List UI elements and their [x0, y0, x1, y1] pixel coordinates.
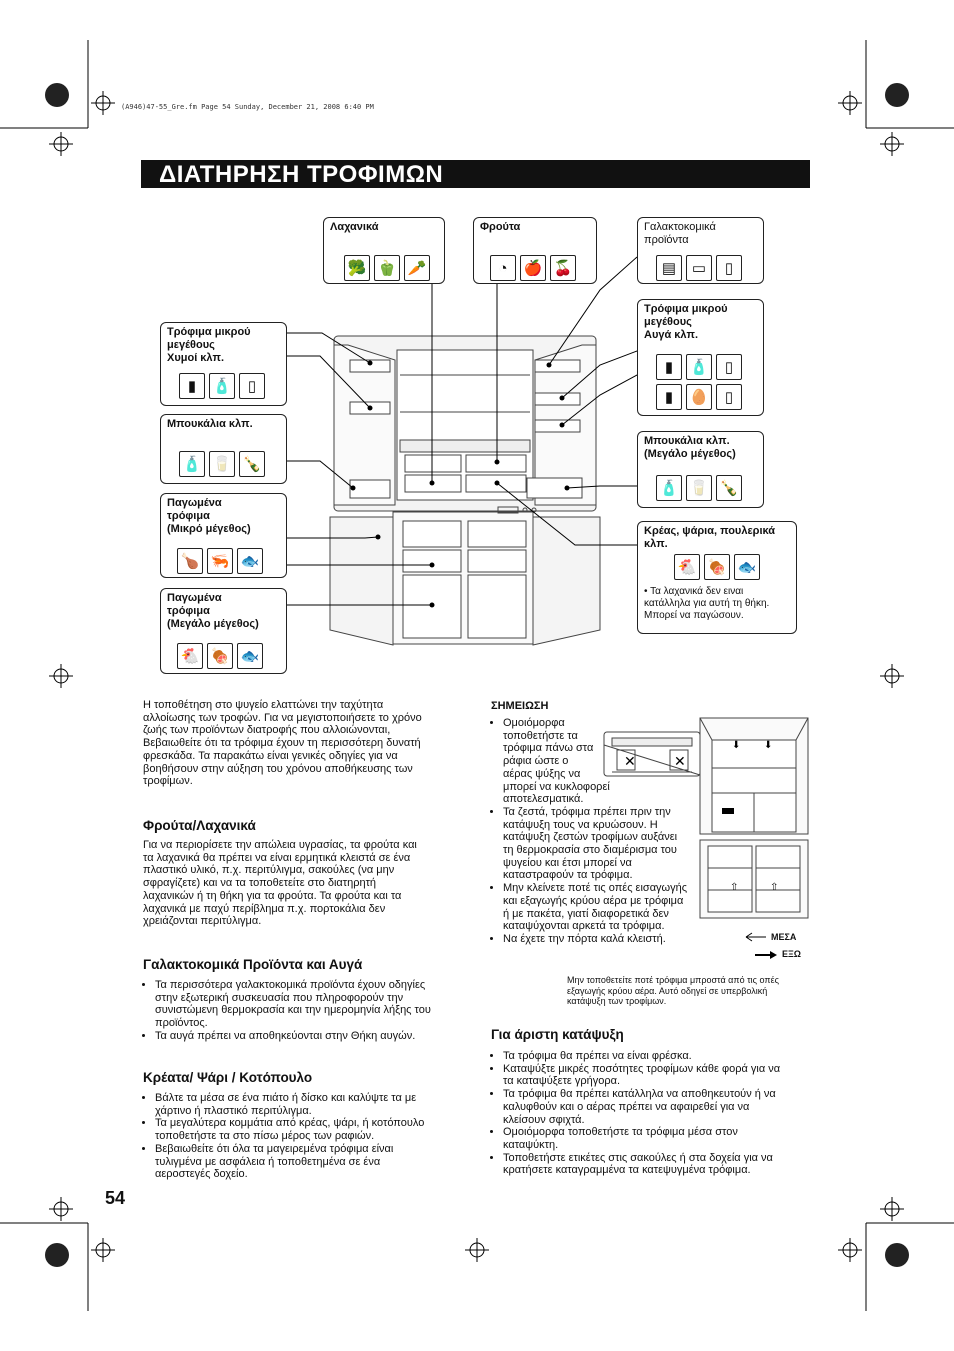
freeze-list: Τα τρόφιμα θα πρέπει να είναι φρέσκα. Κα…: [491, 1050, 828, 1177]
shrimp-icon: 🦐: [207, 548, 233, 574]
egg-icon: 🥚: [686, 384, 712, 410]
fish-icon: 🐟: [237, 548, 263, 574]
carrot-icon: 🥕: [404, 255, 430, 281]
airflow-caption: Μην τοποθετείτε ποτέ τρόφιμα μπροστά από…: [567, 975, 779, 1006]
list-item: Βεβαιωθείτε ότι όλα τα μαγειρεμένα τρόφι…: [155, 1143, 480, 1181]
pepper-icon: 🫑: [374, 255, 400, 281]
list-item: Μην κλείνετε ποτέ τις οπές εισαγωγής και…: [503, 882, 718, 933]
callout-bottles-large: Μπουκάλια κλπ. (Μεγάλο μέγεθος) 🧴 🥛 🍾: [637, 431, 764, 508]
intro-paragraph: Η τοποθέτηση στο ψυγείο ελαττώνει την τα…: [143, 699, 422, 788]
chicken-icon: 🐔: [674, 554, 700, 580]
svg-text:⇧: ⇧: [730, 882, 738, 893]
bottle-icon: 🧴: [686, 354, 712, 380]
cherries-icon: 🍒: [550, 255, 576, 281]
fish-icon: 🐟: [734, 554, 760, 580]
list-item: Τα ζεστά, τρόφιμα πρέπει πριν την κατάψυ…: [503, 806, 718, 882]
callout-frozen-small: Παγωμένα τρόφιμα (Μικρό μέγεθος) 🍗 🦐 🐟: [160, 493, 287, 578]
callout-frozen-large: Παγωμένα τρόφιμα (Μεγάλο μέγεθος) 🐔 🍖 🐟: [160, 588, 287, 674]
print-header: (A946)47-55_Gre.fm Page 54 Sunday, Decem…: [121, 103, 374, 111]
fridge-diagram: [287, 256, 638, 646]
callout-label: Μπουκάλια κλπ.: [167, 418, 253, 430]
freeze-heading: Για άριστη κατάψυξη: [491, 1027, 624, 1042]
meat-heading: Κρέατα/ Ψάρι / Κοτόπουλο: [143, 1070, 313, 1085]
fish-icon: 🐟: [237, 643, 263, 669]
list-item: Τα τρόφιμα θα πρέπει κατάλληλα να αποθηκ…: [503, 1088, 828, 1126]
carton-icon: 🥛: [686, 475, 712, 501]
dairy-list: Τα περισσότερα γαλακτοκομικά προϊόντα έχ…: [143, 979, 480, 1043]
list-item: Τα μεγαλύτερα κομμάτια από κρέας, ψάρι, …: [155, 1117, 480, 1142]
list-item: Τα περισσότερα γαλακτοκομικά προϊόντα έχ…: [155, 979, 480, 1030]
page-number: 54: [105, 1188, 126, 1208]
svg-text:⬇: ⬇: [732, 740, 740, 751]
callout-fruit: Φρούτα ◔ 🍎 🍒: [473, 217, 597, 284]
svg-text:✕: ✕: [624, 754, 636, 770]
bottle-icon: 🧴: [179, 451, 205, 477]
callout-label: Φρούτα: [480, 221, 521, 233]
legend-out: ΕΞΩ: [782, 949, 802, 959]
note-list: Ομοιόμορφα τοποθετήστε τα τρόφιμα πάνω σ…: [491, 717, 718, 946]
callout-label: Τρόφιμα μικρού μεγέθους Αυγά κλπ.: [644, 303, 728, 341]
list-item: Τοποθετήστε ετικέτες στις σακούλες ή στα…: [503, 1152, 828, 1177]
list-item: Να έχετε την πόρτα καλά κλειστή.: [503, 933, 718, 946]
list-item: Ομοιόμορφα τοποθετήστε τα τρόφιμα μέσα σ…: [503, 1126, 828, 1151]
can-icon: ▮: [656, 354, 682, 380]
list-item: Καταψύξτε μικρές ποσότητες τροφίμων κάθε…: [503, 1063, 828, 1088]
page-title: ΔΙΑΤΗΡΗΣΗ ΤΡΟΦΙΜΩΝ: [159, 161, 444, 188]
drumstick-icon: 🍗: [177, 548, 203, 574]
svg-text:⇧: ⇧: [770, 882, 778, 893]
fruit-heading: Φρούτα/Λαχανικά: [143, 818, 256, 833]
callout-label: Κρέας, ψάρια, πουλερικά κλπ.: [644, 525, 776, 550]
list-item: Ομοιόμορφα τοποθετήστε τα τρόφιμα πάνω σ…: [503, 717, 718, 806]
apple-icon: 🍎: [520, 255, 546, 281]
can-icon: ▮: [656, 384, 682, 410]
callout-label: Λαχανικά: [330, 221, 379, 233]
cheese-icon: ▤: [656, 255, 682, 281]
chicken-icon: 🐔: [177, 643, 203, 669]
butter-icon: ▭: [686, 255, 712, 281]
list-item: Τα αυγά πρέπει να αποθηκεύονται στην Θήκ…: [155, 1030, 480, 1043]
callout-meat: Κρέας, ψάρια, πουλερικά κλπ. 🐔 🍖 🐟 • Τα …: [637, 521, 797, 634]
meat-list: Βάλτε τα μέσα σε ένα πιάτο ή δίσκο και κ…: [143, 1092, 480, 1181]
carton-icon: ▯: [716, 384, 742, 410]
wine-bottle-icon: 🍾: [716, 475, 742, 501]
list-item: Βάλτε τα μέσα σε ένα πιάτο ή δίσκο και κ…: [155, 1092, 480, 1117]
callout-small-items-juice: Τρόφιμα μικρού μεγέθους Χυμοί κλπ. ▮ 🧴 ▯: [160, 322, 287, 406]
svg-text:✕: ✕: [674, 754, 686, 770]
meat-icon: 🍖: [207, 643, 233, 669]
carton-icon: ▯: [716, 354, 742, 380]
dairy-heading: Γαλακτοκομικά Προϊόντα και Αυγά: [143, 957, 363, 972]
callout-note: • Τα λαχανικά δεν ειναι κατάλληλα για αυ…: [644, 586, 770, 621]
note-heading: ΣΗΜΕΙΩΣΗ: [491, 700, 549, 712]
carton-icon: 🥛: [209, 451, 235, 477]
legend-in: ΜΕΣΑ: [771, 932, 797, 942]
list-item: Τα τρόφιμα θα πρέπει να είναι φρέσκα.: [503, 1050, 828, 1063]
callout-dairy: Γαλακτοκομικά προϊόντα ▤ ▭ ▯: [637, 217, 764, 284]
callout-bottles: Μπουκάλια κλπ. 🧴 🥛 🍾: [160, 414, 287, 484]
bottle-icon: 🧴: [656, 475, 682, 501]
carton-icon: ▯: [716, 255, 742, 281]
carton-icon: ▯: [239, 373, 265, 399]
callout-label: Γαλακτοκομικά προϊόντα: [644, 221, 716, 246]
airflow-diagram: ✕ ✕ ⬇ ⬇ ⇧ ⇧: [603, 717, 809, 959]
callout-label: Παγωμένα τρόφιμα (Μικρό μέγεθος): [167, 497, 251, 535]
svg-text:⬇: ⬇: [764, 740, 772, 751]
can-icon: ▮: [179, 373, 205, 399]
meat-icon: 🍖: [704, 554, 730, 580]
broccoli-icon: 🥦: [344, 255, 370, 281]
wine-bottle-icon: 🍾: [239, 451, 265, 477]
callout-label: Τρόφιμα μικρού μεγέθους Χυμοί κλπ.: [167, 326, 251, 364]
page-title-bar: ΔΙΑΤΗΡΗΣΗ ΤΡΟΦΙΜΩΝ: [141, 160, 810, 188]
bottle-icon: 🧴: [209, 373, 235, 399]
callout-label: Μπουκάλια κλπ. (Μεγάλο μέγεθος): [644, 435, 736, 460]
callout-label: Παγωμένα τρόφιμα (Μεγάλο μέγεθος): [167, 592, 259, 630]
citrus-icon: ◔: [490, 255, 516, 281]
callout-small-items-eggs: Τρόφιμα μικρού μεγέθους Αυγά κλπ. ▮ 🧴 ▯ …: [637, 299, 764, 416]
fruit-paragraph: Για να περιορίσετε την απώλεια υγρασίας,…: [143, 839, 417, 928]
callout-vegetables: Λαχανικά 🥦 🫑 🥕: [323, 217, 445, 284]
